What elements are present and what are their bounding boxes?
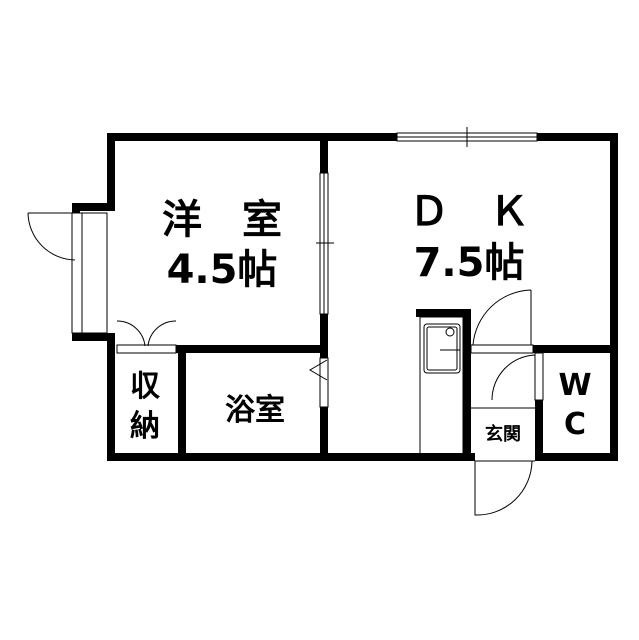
western-room-size: 4.5帖 xyxy=(167,247,278,293)
bathroom-label: 浴室 xyxy=(225,393,285,428)
toilet-label-2: C xyxy=(564,407,586,442)
dining-kitchen-name: Ｄ Ｋ xyxy=(409,189,529,235)
windows xyxy=(71,127,538,334)
storage-label-2: 納 xyxy=(130,409,160,444)
dining-kitchen-size: 7.5帖 xyxy=(414,240,525,286)
entrance-label: 玄関 xyxy=(485,423,521,445)
kitchen-sink xyxy=(419,316,464,455)
toilet-label-1: W xyxy=(558,368,591,403)
walls xyxy=(72,133,618,461)
storage-label-1: 収 xyxy=(130,369,161,404)
doors xyxy=(27,212,544,516)
western-room-name: 洋 室 xyxy=(162,197,282,243)
